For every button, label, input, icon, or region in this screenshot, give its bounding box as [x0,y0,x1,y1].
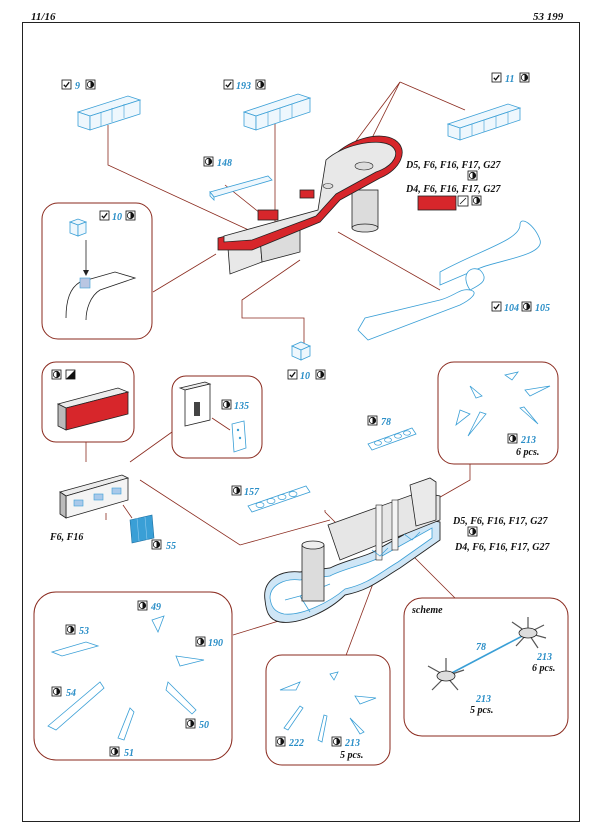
part-label-190: 190 [208,638,223,649]
paint-code-4: D4, F6, F16, F17, G27 [454,542,550,553]
part-9-strip [76,95,142,131]
etch-icon [467,526,478,537]
etch-icon [85,79,96,90]
part-label-135: 135 [234,401,249,412]
part-label-51: 51 [124,748,134,759]
scheme-label-213-top: 213 [536,652,552,663]
etch-icon [221,399,232,410]
detail-bubble-10 [41,202,153,340]
top-leader-lines [107,81,466,345]
part-label-10-bubble: 10 [112,212,122,223]
part-label-53: 53 [79,626,89,637]
etch-icon [203,156,214,167]
top-deck-assembly [217,135,403,275]
sheet-frame [22,22,580,822]
check-icon [491,72,502,83]
part-label-55: 55 [166,541,176,552]
check-icon [61,79,72,90]
part-78-strip [367,427,417,451]
part-label-193: 193 [236,81,251,92]
detail-bubble-213-5pcs [265,654,391,766]
etch-icon [467,170,478,181]
check-icon [223,79,234,90]
part-label-213-top: 213 [520,435,536,446]
etch-icon [331,736,342,747]
page-number: 11/16 [31,11,56,23]
etch-icon [185,718,196,729]
etch-icon [521,301,532,312]
quantity-5pcs-bottom: 5 pcs. [340,750,363,761]
check-icon [99,210,110,221]
part-label-50: 50 [199,720,209,731]
etch-icon [137,600,148,611]
etch-icon [519,72,530,83]
part-label-54: 54 [66,688,76,699]
detail-bubble-fins [33,591,233,761]
etch-icon [51,686,62,697]
detail-bubble-213-6pcs [437,361,559,465]
etch-icon [125,210,136,221]
scheme-label-78: 78 [476,642,486,653]
cabin-piece [59,474,130,519]
part-104-105-rail [357,220,541,341]
scheme-title: scheme [411,605,443,616]
check-icon [491,301,502,312]
paint-code-f6f16: F6, F16 [49,532,83,543]
part-148-rail [209,175,273,201]
check-icon [287,369,298,380]
part-193-strip [242,93,312,131]
detail-bubble-135 [171,375,263,459]
detail-bubble-red-plate [41,361,135,443]
etch-icon [231,485,242,496]
part-10-block [291,341,311,361]
etch-icon [315,369,326,380]
part-label-9: 9 [75,81,80,92]
paint-code-3: D5, F6, F16, F17, G27 [452,516,548,527]
shading-icon [65,369,76,380]
etch-icon [151,539,162,550]
etch-icon [255,79,266,90]
etch-icon [275,736,286,747]
part-55-grid [129,514,155,544]
part-label-78: 78 [381,417,391,428]
scheme-quantity-6pcs: 6 pcs. [532,663,555,674]
etch-icon [65,624,76,635]
part-label-148: 148 [217,158,232,169]
quantity-6pcs-top: 6 pcs. [516,447,539,458]
paint-code-2: D4, F6, F16, F17, G27 [405,184,501,195]
etch-icon [51,369,62,380]
part-11-strip [446,103,522,141]
part-label-49: 49 [150,602,161,613]
product-code: 53 199 [533,11,564,23]
part-label-213-bottom: 213 [344,738,360,749]
scheme-quantity-5pcs: 5 pcs. [470,705,493,716]
part-label-104: 104 [504,303,519,314]
etch-icon [507,433,518,444]
paint-swatch [417,195,482,211]
part-label-157: 157 [244,487,260,498]
part-157-strip [247,485,311,513]
hull-assembly [264,477,441,623]
etch-icon [109,746,120,757]
etch-icon [195,636,206,647]
part-label-10: 10 [300,371,310,382]
etch-icon [367,415,378,426]
part-label-11: 11 [505,74,514,85]
scheme-label-213-bottom: 213 [475,694,491,705]
scheme-bubble [403,597,569,737]
part-label-105: 105 [535,303,550,314]
part-label-222: 222 [288,738,304,749]
paint-code-1: D5, F6, F16, F17, G27 [405,160,501,171]
